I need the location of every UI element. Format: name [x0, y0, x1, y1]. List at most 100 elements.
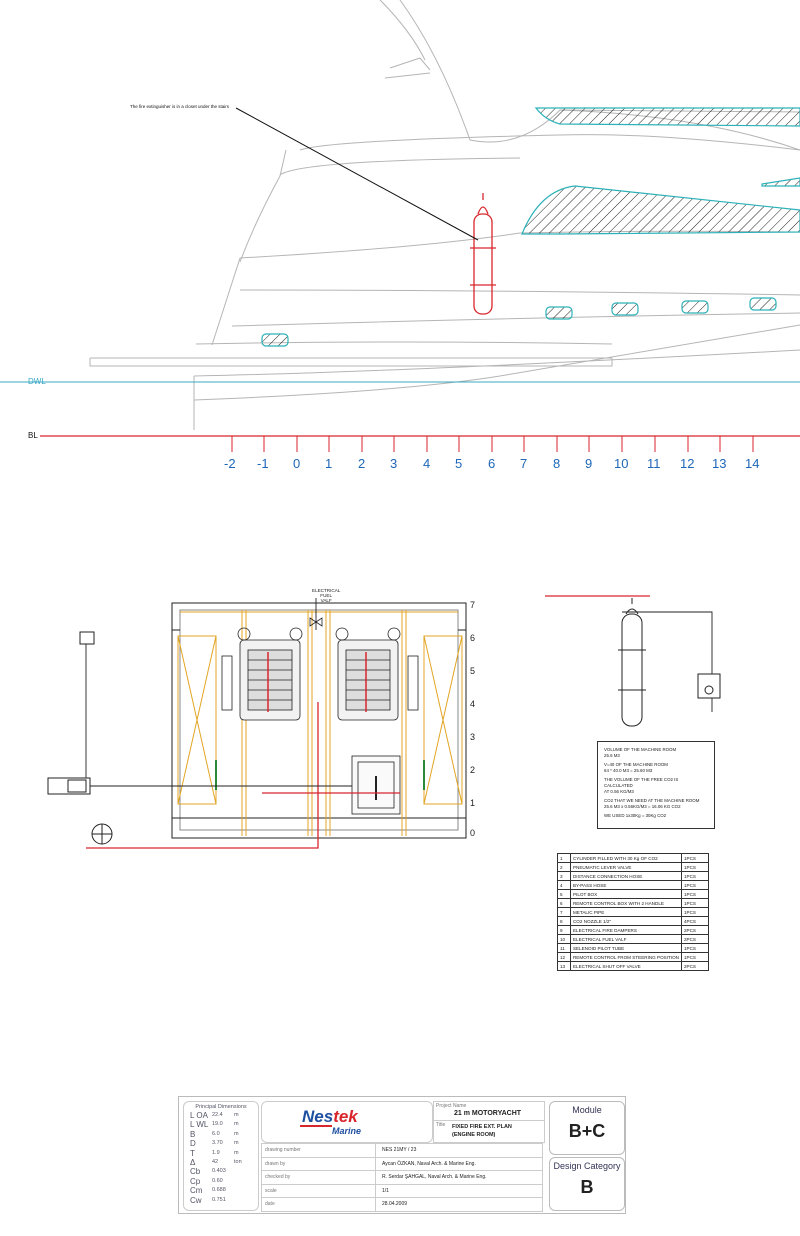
dimension-symbol: D — [190, 1139, 196, 1149]
parts-cell-qty: 4PCS — [681, 916, 709, 926]
parts-cell-qty: 1PCS — [681, 853, 709, 863]
title-row: drawing number NES 21MY / 23 — [261, 1143, 543, 1158]
parts-cell-qty: 1PCS — [681, 898, 709, 908]
parts-cell-no: 11 — [557, 943, 571, 953]
parts-cell-desc: ELECTRICAL FIRE DAMPERS — [569, 925, 683, 935]
frame-number: 3 — [470, 732, 476, 742]
parts-cell-desc: BY-PASS HOSE — [569, 880, 683, 890]
nestek-logo: Nestek Marine — [261, 1101, 433, 1143]
dimension-value: 0.60 — [212, 1177, 223, 1184]
parts-cell-desc: REMOTE CONTROL FROM STEERING POSITION — [569, 952, 683, 962]
category-value: B — [580, 1177, 594, 1197]
dimension-symbol: L WL — [190, 1120, 209, 1130]
parts-cell-qty: 1PCS — [681, 907, 709, 917]
dimension-unit: m — [234, 1112, 239, 1118]
parts-cell-qty: 2PCS — [681, 961, 709, 971]
title-row-label: drawing number — [262, 1144, 376, 1157]
title-row-value: R. Serdar ŞAHGAL, Naval Arch. & Marine E… — [382, 1174, 487, 1181]
parts-cell-no: 5 — [557, 889, 571, 899]
parts-cell-desc: PILOT BOX — [569, 889, 683, 899]
parts-cell-no: 6 — [557, 898, 571, 908]
logo-tek: tek — [333, 1107, 358, 1126]
dimension-symbol: Cp — [190, 1176, 201, 1186]
dimension-symbol: Cb — [190, 1167, 201, 1177]
dimension-unit: m — [234, 1149, 239, 1156]
parts-cell-qty: 2PCS — [681, 925, 709, 935]
dimension-symbol: Cm — [190, 1186, 203, 1196]
category-label: Design Category — [553, 1161, 621, 1171]
co2-cylinder-icon — [618, 598, 646, 727]
logo-marine: Marine — [332, 1126, 362, 1136]
title-row-value: 1/1 — [382, 1187, 389, 1194]
frame-number: 0 — [470, 828, 476, 838]
pilot-box — [47, 777, 91, 795]
frame-numbers: 7 6 5 4 3 2 1 0 — [470, 600, 484, 840]
title-row-label: date — [262, 1198, 376, 1211]
parts-cell-desc: REMOTE CONTROL BOX WITH 2 HANDLE — [569, 898, 683, 908]
station-number: -2 — [224, 456, 236, 471]
station-number: 14 — [745, 456, 760, 471]
parts-cell-no: 10 — [557, 934, 571, 944]
station-number: 11 — [647, 456, 661, 471]
station-number: 7 — [520, 456, 528, 471]
parts-cell-no: 4 — [557, 880, 571, 890]
title-row-value: Aycan ÖZKAN, Naval Arch. & Marine Eng. — [382, 1160, 476, 1167]
parts-cell-qty: 1PCS — [681, 952, 709, 962]
dimension-symbol: L OA — [190, 1111, 208, 1120]
drawing-title-2: (ENGINE ROOM) — [452, 1132, 496, 1138]
station-number: 4 — [423, 456, 431, 471]
station-number: 0 — [293, 456, 301, 471]
parts-cell-qty: 1PCS — [681, 889, 709, 899]
project-name-label: Project Name — [436, 1103, 467, 1109]
station-number: 2 — [358, 456, 366, 471]
module-box: Module B+C — [549, 1101, 625, 1155]
volume-line: THE VOLUME OF THE FREE CO2 IS CALCULATED… — [604, 777, 679, 794]
frame-number: 4 — [470, 699, 476, 709]
frame-number: 5 — [470, 666, 476, 676]
volume-line: WE USED 1x30Kg = 30Kg CO2 — [604, 813, 667, 818]
station-number: 5 — [455, 456, 463, 471]
dimension-unit: m — [234, 1121, 239, 1128]
parts-cell-no: 12 — [557, 952, 571, 962]
parts-cell-desc: ELECTRICAL FUEL VALF — [569, 934, 683, 944]
station-number: 6 — [488, 456, 496, 471]
project-box: Project Name 21 m MOTORYACHT Title FIXED… — [433, 1101, 545, 1143]
bl-label: BL — [28, 431, 38, 440]
dimension-unit: ton — [234, 1158, 242, 1165]
parts-cell-desc: PNEUMATIC LEVER VALVE — [569, 862, 683, 872]
parts-cell-qty: 1PCS — [681, 943, 709, 953]
title-row-label: drawn by — [262, 1157, 376, 1171]
dimension-row: Cp 0.60 — [190, 1177, 252, 1186]
parts-cell-qty: 1PCS — [681, 862, 709, 872]
extinguisher-leader — [235, 107, 479, 241]
drawing-title-1: FIXED FIRE EXT. PLAN — [452, 1124, 512, 1130]
dimension-value: 19.0 — [212, 1121, 223, 1128]
parts-cell-qty: 1PCS — [681, 880, 709, 890]
station-number: -1 — [257, 456, 269, 471]
station-number: 13 — [712, 456, 727, 471]
dimension-value: 0.688 — [212, 1187, 226, 1194]
dimension-value: 1.9 — [212, 1149, 220, 1156]
engine-room-plan — [47, 595, 721, 849]
title-rows: drawing number NES 21MY / 23 drawn by Aycan… — [261, 1143, 543, 1212]
dimension-unit: m — [234, 1140, 239, 1147]
title-row-value: NES 21MY / 23 — [382, 1147, 417, 1153]
dimension-symbol: Cw — [190, 1195, 202, 1205]
dimension-symbol: T — [190, 1148, 195, 1158]
